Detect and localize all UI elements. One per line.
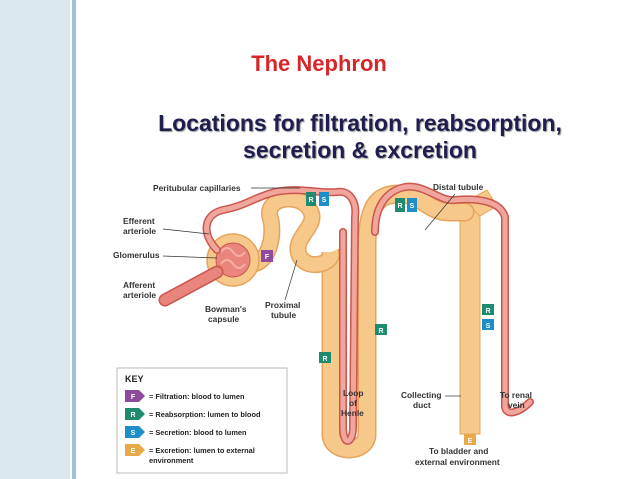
svg-text:S: S xyxy=(410,203,415,210)
svg-text:R: R xyxy=(322,356,327,363)
nephron-diagram: Peritubular capillaries Distal tubule Ef… xyxy=(113,182,534,474)
badge-reabsorption-collecting: R xyxy=(482,304,494,315)
badge-secretion-collecting: S xyxy=(482,319,494,330)
svg-text:S: S xyxy=(486,323,491,330)
svg-text:E: E xyxy=(131,448,136,455)
label-efferent-2: arteriole xyxy=(123,226,156,236)
key-item-excretion: E = Excretion: lumen to external environ… xyxy=(125,444,255,465)
subtitle-line-1: Locations for filtration, reabsorption, xyxy=(158,110,562,136)
glomerulus-loops xyxy=(220,247,246,269)
label-renal-2: vein xyxy=(508,400,525,410)
badge-secretion-proximal: S xyxy=(319,192,329,206)
leader-glomerulus xyxy=(162,255,218,259)
label-proximal-2: tubule xyxy=(271,310,296,320)
leader-proximal xyxy=(284,259,298,301)
slide-title: The Nephron xyxy=(251,51,387,76)
label-collecting-1: Collecting xyxy=(401,390,441,400)
key-item-reabsorption: R = Reabsorption: lumen to blood xyxy=(125,408,261,420)
peritubular-capillaries-fill xyxy=(204,184,533,444)
afferent-arteriole-fill xyxy=(160,267,222,305)
badge-reabsorption-loop-lower: R xyxy=(319,352,331,363)
label-bowman-1: Bowman's xyxy=(205,304,247,314)
label-loop-3: Henle xyxy=(341,408,364,418)
svg-text:= Reabsorption: lumen to blood: = Reabsorption: lumen to blood xyxy=(149,410,261,419)
label-afferent-2: arteriole xyxy=(123,290,156,300)
leader-distal xyxy=(424,193,456,231)
svg-text:R: R xyxy=(130,412,135,419)
svg-text:R: R xyxy=(378,328,383,335)
collecting-duct xyxy=(459,199,481,435)
key-item-secretion: S = Secretion: blood to lumen xyxy=(125,426,247,438)
label-loop-2: of xyxy=(349,398,357,408)
svg-text:= Secretion: blood to lumen: = Secretion: blood to lumen xyxy=(149,428,247,437)
decorative-left-strip xyxy=(0,0,76,479)
label-loop-1: Loop xyxy=(343,388,363,398)
decorative-line xyxy=(72,0,76,479)
proximal-tubule-fill xyxy=(250,191,339,272)
loop-of-henle-fill xyxy=(323,247,375,457)
badge-reabsorption-distal: R xyxy=(395,198,405,212)
badge-reabsorption-proximal: R xyxy=(306,192,316,206)
badge-filtration: F xyxy=(261,250,273,262)
svg-text:R: R xyxy=(308,197,313,204)
svg-text:R: R xyxy=(485,308,490,315)
label-renal-1: To renal xyxy=(500,390,532,400)
badge-excretion: E xyxy=(464,434,476,445)
label-efferent-1: Efferent xyxy=(123,216,155,226)
label-peritubular: Peritubular capillaries xyxy=(153,183,241,193)
svg-text:S: S xyxy=(131,430,136,437)
key-legend: KEY F = Filtration: blood to lumen R = R… xyxy=(116,367,288,474)
svg-text:environment: environment xyxy=(149,456,194,465)
label-glomerulus: Glomerulus xyxy=(113,250,160,260)
svg-text:S: S xyxy=(322,197,327,204)
label-afferent-1: Afferent xyxy=(123,280,155,290)
svg-text:R: R xyxy=(397,203,402,210)
key-item-filtration: F = Filtration: blood to lumen xyxy=(125,390,245,402)
svg-text:F: F xyxy=(265,254,270,261)
svg-text:= Filtration: blood to lumen: = Filtration: blood to lumen xyxy=(149,392,245,401)
label-bowman-2: capsule xyxy=(208,314,240,324)
badge-reabsorption-loop-upper: R xyxy=(375,324,387,335)
leader-efferent xyxy=(162,228,210,235)
label-collecting-2: duct xyxy=(413,400,431,410)
label-bladder-2: external environment xyxy=(415,457,500,467)
label-proximal-1: Proximal xyxy=(265,300,300,310)
svg-text:= Excretion: lumen to external: = Excretion: lumen to external xyxy=(149,446,255,455)
label-bladder-1: To bladder and xyxy=(429,446,488,456)
subtitle-line-2: secretion & excretion xyxy=(243,137,477,163)
key-title: KEY xyxy=(125,374,144,384)
label-distal: Distal tubule xyxy=(433,182,484,192)
glomerulus xyxy=(215,242,251,278)
slide-subtitle: Locations for filtration, reabsorption, … xyxy=(110,110,610,164)
svg-text:E: E xyxy=(468,438,473,445)
distal-tubule-fill xyxy=(359,185,473,255)
badge-secretion-distal: S xyxy=(407,198,417,212)
svg-text:F: F xyxy=(131,394,136,401)
